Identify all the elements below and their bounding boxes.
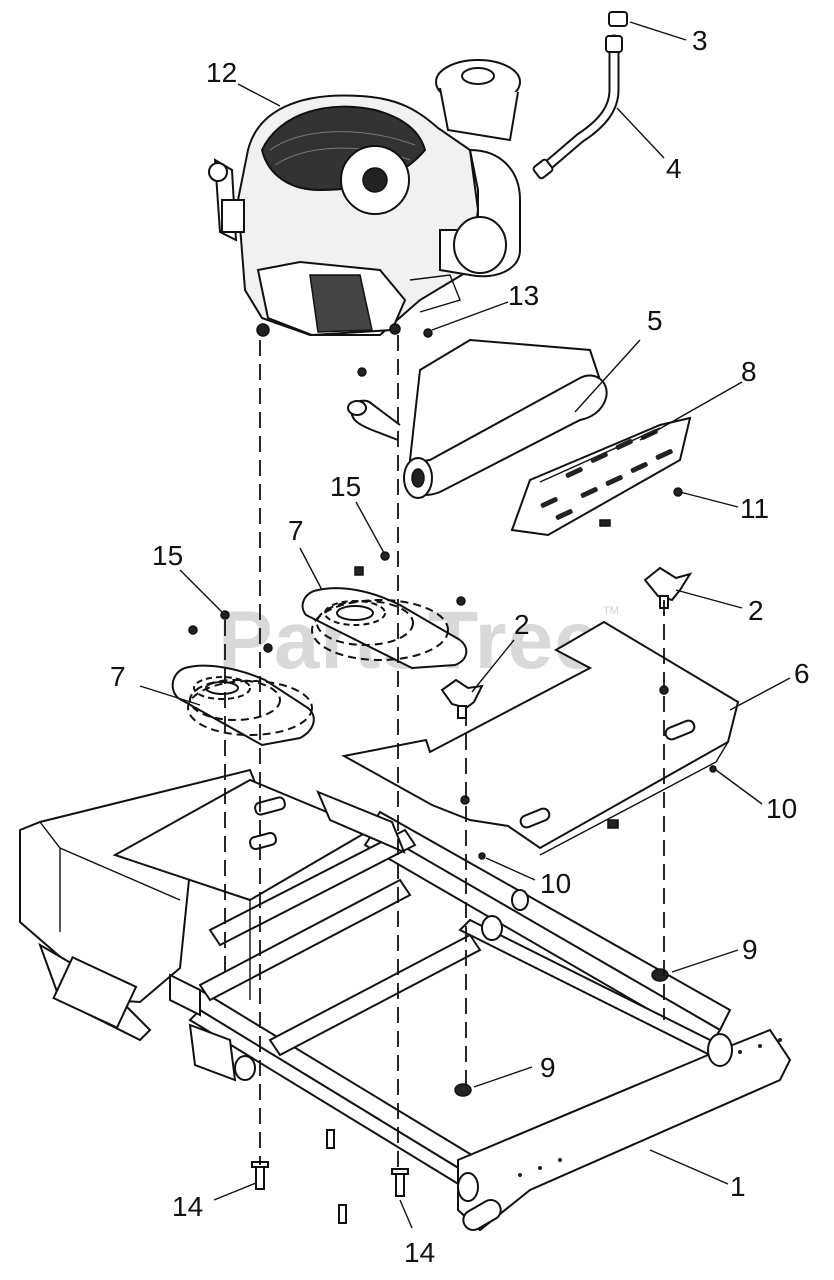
callout-15-left: 15 [152,540,183,571]
callout-labels: 3 4 12 13 5 8 11 15 15 7 7 2 2 6 10 10 9… [110,25,810,1268]
knob-part-2-left [440,678,484,719]
hardware-bolts [188,328,717,860]
callout-6: 6 [794,658,810,689]
leader-lines [139,21,791,1229]
isolator-plate-part-7-upper [301,587,468,670]
callout-1: 1 [730,1171,746,1202]
fuel-fitting-part-3 [608,11,628,27]
heat-shield-part-8 [510,416,692,537]
callout-10-left: 10 [540,868,571,899]
callout-13: 13 [508,280,539,311]
callout-7-lower: 7 [110,661,126,692]
callout-14-left: 14 [172,1191,203,1222]
engine-plate-part-6 [341,620,740,856]
callout-4: 4 [666,153,682,184]
callout-5: 5 [647,305,663,336]
callout-12: 12 [206,57,237,88]
fuel-line-part-4 [532,34,623,180]
engine-part-12 [208,59,521,337]
alignment-lines [224,335,665,1170]
muffler-part-5 [347,338,608,499]
callout-10-right: 10 [766,793,797,824]
callout-8: 8 [741,356,757,387]
callout-7-upper: 7 [288,515,304,546]
isolator-plate-part-7-lower [171,664,315,747]
callout-9-right: 9 [742,934,758,965]
callout-14-bottom: 14 [404,1237,435,1268]
watermark-trademark: TM [603,605,619,617]
knob-part-2-right [643,566,693,609]
callout-2-right: 2 [748,595,764,626]
frame-part-1 [19,768,792,1232]
callout-3: 3 [692,25,708,56]
callout-2-left: 2 [514,609,530,640]
bolts-part-14 [251,1129,409,1224]
callout-15-upper: 15 [330,471,361,502]
callout-11: 11 [740,493,769,524]
callout-9-left: 9 [540,1052,556,1083]
